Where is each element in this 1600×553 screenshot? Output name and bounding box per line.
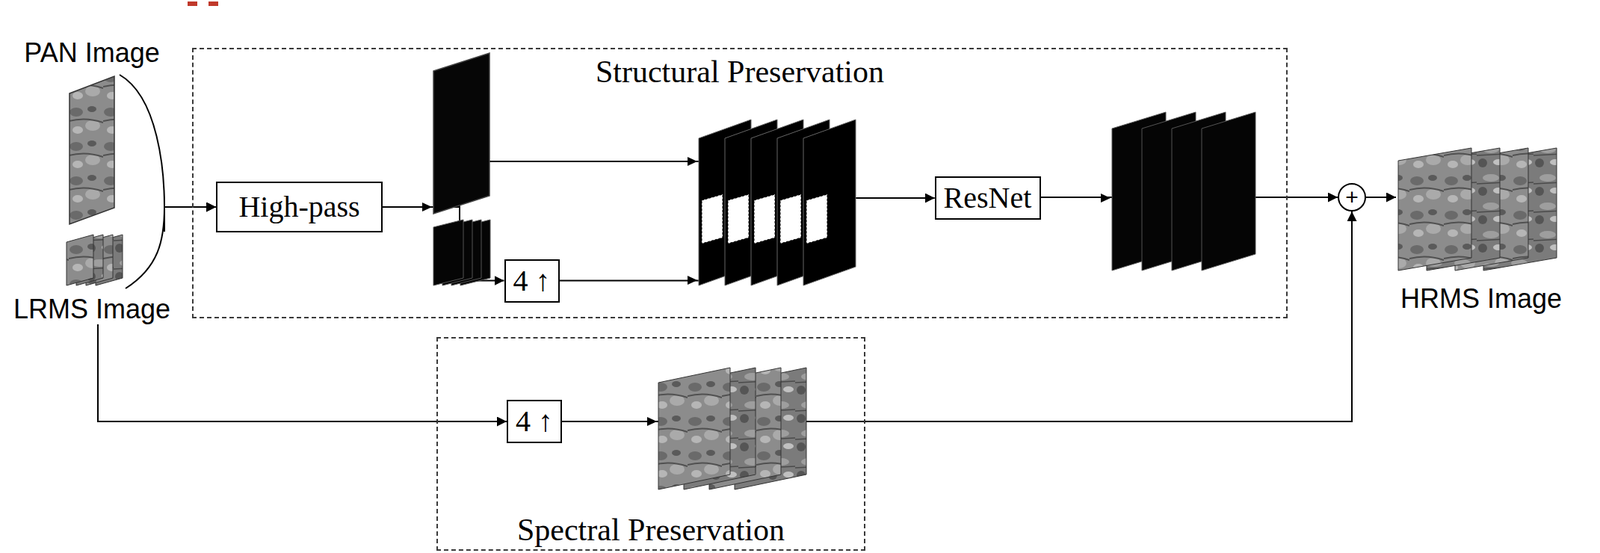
arrow-head bbox=[687, 275, 698, 285]
hrms-image-stack bbox=[1398, 147, 1557, 271]
image-node: HRMS Image bbox=[1395, 143, 1567, 314]
box-label: 4 ↑ bbox=[513, 263, 551, 299]
image-layer bbox=[66, 234, 94, 286]
group-box: Spectral Preservation 4 ↑ bbox=[436, 337, 866, 551]
feature-layer bbox=[1201, 112, 1256, 271]
pan-image bbox=[69, 76, 115, 225]
flow-arrowheads bbox=[422, 156, 1111, 426]
arrow-head bbox=[422, 202, 432, 212]
concatenated-stack bbox=[698, 119, 856, 286]
citation-mark bbox=[187, 1, 219, 6]
group-title: Spectral Preservation bbox=[517, 511, 785, 548]
sum-symbol: + bbox=[1345, 186, 1359, 209]
pan-highpass-image bbox=[433, 53, 490, 214]
sum-circle: + bbox=[1337, 183, 1367, 212]
arrow-head bbox=[647, 417, 657, 426]
process-box: 4 ↑ bbox=[506, 399, 562, 444]
group-title: Structural Preservation bbox=[595, 53, 885, 90]
upsampled-ms-stack bbox=[658, 367, 807, 490]
process-box: High-pass bbox=[215, 181, 383, 233]
box-label: High-pass bbox=[238, 189, 360, 225]
image-label: LRMS Image bbox=[13, 293, 171, 325]
arrow-head bbox=[687, 156, 698, 166]
arrow-connector bbox=[164, 207, 216, 232]
image-layer bbox=[1398, 147, 1472, 271]
residual-stack bbox=[1112, 112, 1256, 271]
box-label: ResNet bbox=[943, 180, 1033, 216]
image-node: LRMS Image bbox=[9, 231, 175, 325]
process-box: ResNet bbox=[934, 176, 1042, 220]
box-label: 4 ↑ bbox=[515, 404, 554, 439]
red-mark bbox=[208, 1, 219, 6]
input-bracket bbox=[119, 74, 165, 289]
lrms-highpass-stack bbox=[433, 219, 491, 286]
image-layer bbox=[658, 367, 731, 490]
image-label: HRMS Image bbox=[1400, 283, 1562, 314]
patch-box bbox=[727, 194, 749, 244]
patch-box bbox=[806, 194, 828, 244]
lrms-image-stack bbox=[66, 234, 123, 286]
image-label: PAN Image bbox=[23, 37, 160, 69]
patch-box bbox=[754, 194, 775, 244]
patch-box bbox=[780, 194, 802, 244]
image-layer bbox=[433, 219, 464, 286]
arrow-head bbox=[1100, 193, 1111, 203]
arrow-connector bbox=[1366, 196, 1396, 199]
image-node: PAN Image bbox=[19, 37, 165, 229]
red-mark bbox=[187, 1, 198, 6]
process-box: 4 ↑ bbox=[504, 259, 560, 303]
feature-layer bbox=[803, 119, 856, 286]
group-box: Structural PreservationHigh-pass 4 ↑ ResNe… bbox=[192, 47, 1288, 319]
arrow-connector bbox=[97, 324, 507, 422]
patch-box bbox=[701, 194, 723, 244]
